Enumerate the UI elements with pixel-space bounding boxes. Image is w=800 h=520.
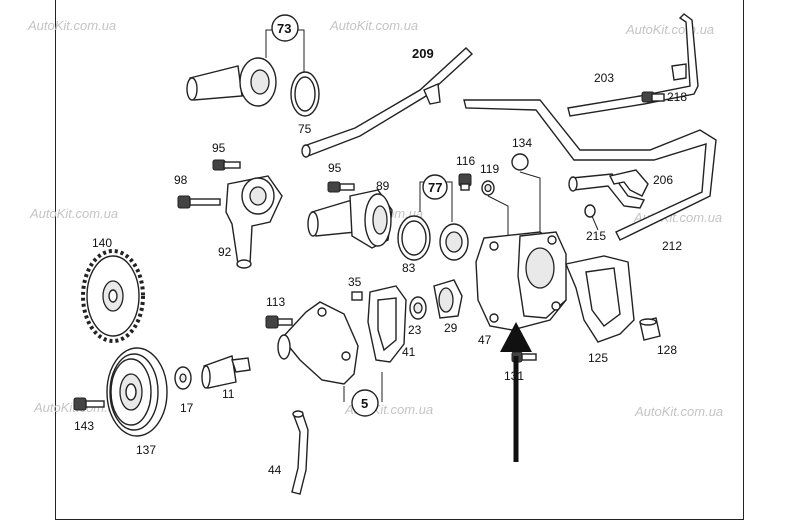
bolt-113	[265, 315, 293, 329]
bolt-95-middle	[327, 181, 355, 193]
gasket-41	[367, 285, 407, 363]
cap-134	[487, 153, 541, 238]
hub-nut-17	[174, 366, 192, 390]
label-206: 206	[653, 173, 673, 187]
label-75: 75	[298, 122, 312, 136]
seal-ring-83	[397, 215, 431, 261]
label-77: 77	[428, 180, 442, 195]
label-143: 143	[74, 419, 94, 433]
label-119: 119	[480, 162, 499, 176]
label-73: 73	[277, 21, 291, 36]
label-128: 128	[657, 343, 677, 357]
label-23: 23	[408, 323, 422, 337]
label-29: 29	[444, 321, 458, 335]
washer-215	[584, 204, 596, 218]
label-113: 113	[266, 295, 285, 309]
washer-119	[481, 180, 495, 196]
watermark: AutoKit.com.ua	[329, 18, 418, 33]
label-35: 35	[348, 275, 362, 289]
label-137: 137	[136, 443, 156, 457]
label-44: 44	[268, 463, 282, 477]
watermark: AutoKit.com.ua	[634, 404, 723, 419]
impeller-29	[433, 279, 463, 319]
water-pump-body-5	[277, 301, 383, 402]
thermostat-77	[419, 181, 469, 261]
callout-circle-5	[351, 389, 379, 417]
gasket-125	[565, 255, 635, 343]
sleeve-128	[639, 317, 661, 341]
label-140: 140	[92, 236, 112, 250]
label-209: 209	[412, 46, 434, 61]
bolt-143	[73, 397, 105, 411]
pointer-arrow	[500, 322, 532, 462]
bolt-218	[641, 91, 665, 103]
tube-203	[567, 13, 699, 117]
watermark: AutoKit.com.ua	[27, 18, 116, 33]
label-98: 98	[174, 173, 188, 187]
seal-23	[409, 296, 427, 320]
watermark: AutoKit.com.ua	[29, 206, 118, 221]
coolant-pipe-209	[301, 47, 474, 158]
label-41: 41	[402, 345, 416, 359]
watermark: AutoKit.com.ua	[625, 22, 714, 37]
label-116: 116	[456, 154, 475, 168]
label-47: 47	[478, 333, 492, 347]
label-203: 203	[594, 71, 614, 85]
label-95-middle: 95	[328, 161, 342, 175]
label-95-left: 95	[212, 141, 226, 155]
label-215: 215	[586, 229, 606, 243]
belt-pulley-137	[106, 347, 168, 437]
callout-circle-73	[271, 14, 299, 42]
water-pump-housing-47	[475, 231, 567, 331]
plug-116	[458, 173, 472, 191]
pin-35	[351, 291, 363, 301]
label-218: 218	[667, 90, 687, 104]
callout-circle-77	[422, 174, 448, 200]
label-92: 92	[218, 245, 232, 259]
label-134: 134	[512, 136, 532, 150]
thermostat-housing-89	[307, 189, 393, 249]
label-89: 89	[376, 179, 390, 193]
thermostat-cover-92	[225, 175, 283, 269]
hose-206	[568, 169, 649, 209]
coolant-pipe-212	[463, 99, 717, 241]
label-125: 125	[588, 351, 608, 365]
label-212: 212	[662, 239, 682, 253]
diagram-frame	[55, 0, 744, 520]
toothed-pulley-140	[81, 249, 145, 343]
bolt-98	[177, 195, 221, 209]
shaft-11	[201, 355, 251, 389]
label-5: 5	[361, 396, 368, 411]
thermostat-housing-part	[186, 29, 320, 117]
label-17: 17	[180, 401, 194, 415]
label-83: 83	[402, 261, 416, 275]
label-11: 11	[222, 387, 235, 401]
hose-44	[291, 410, 309, 495]
bolt-95-left	[212, 159, 241, 171]
